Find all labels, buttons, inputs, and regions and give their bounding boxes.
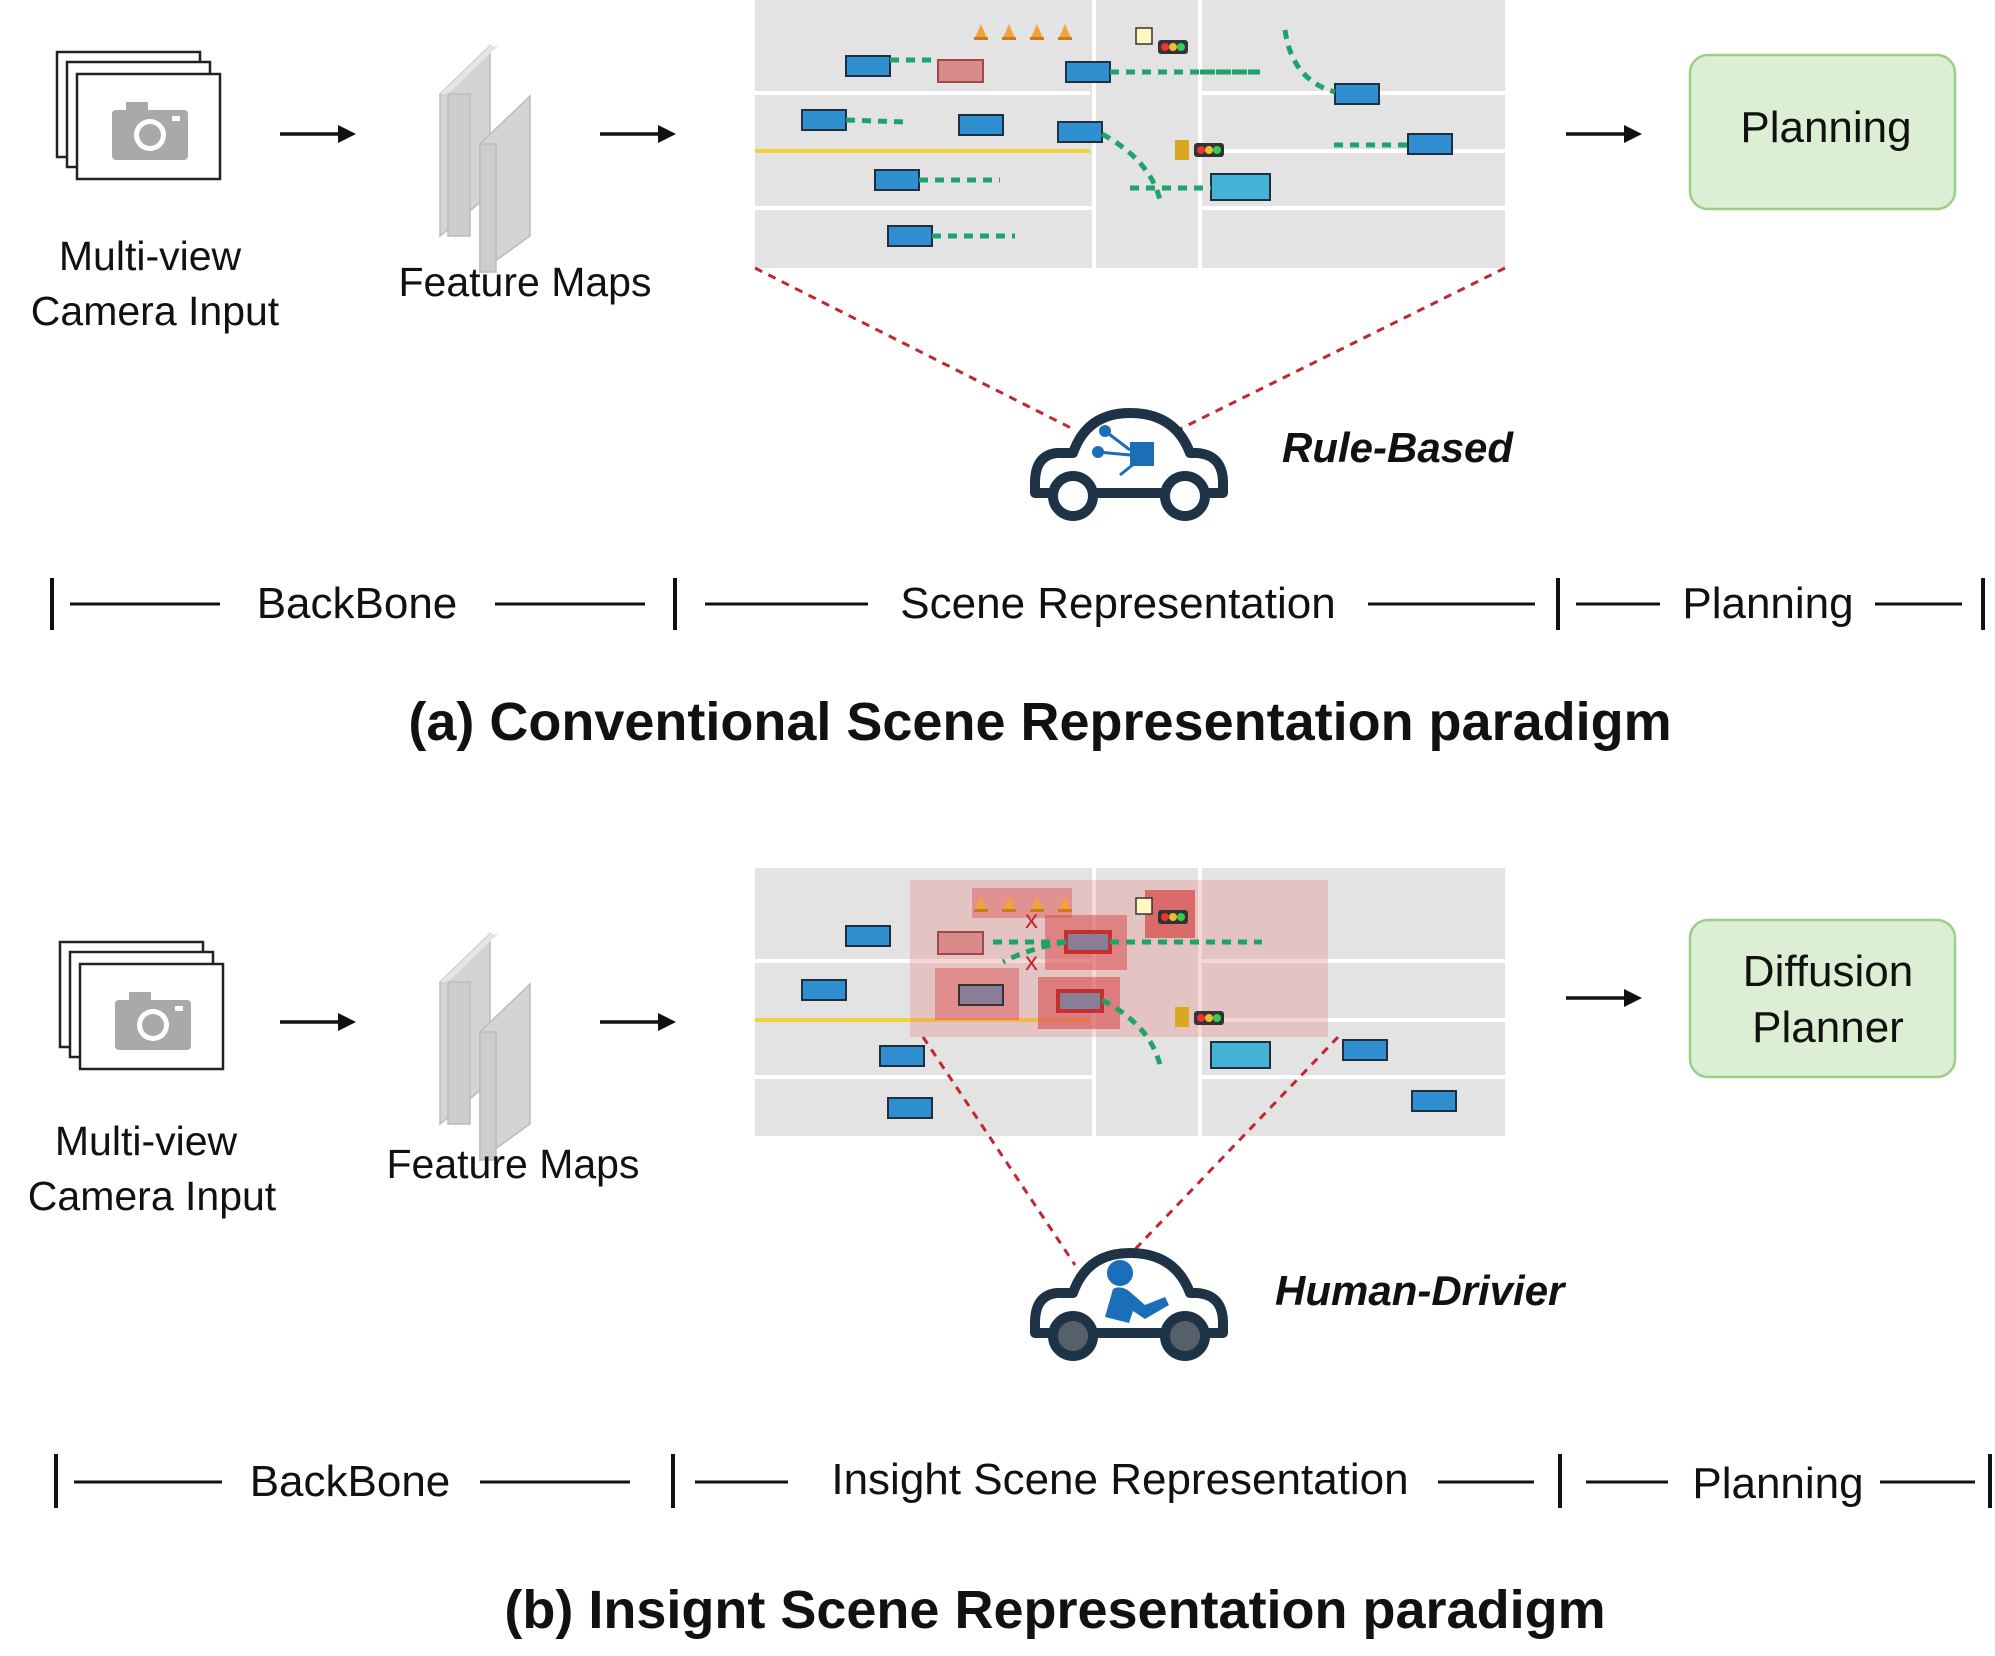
vehicle (958, 114, 1004, 136)
stage-backbone-a: BackBone (257, 579, 458, 628)
stop-sign-icon (1135, 27, 1153, 45)
arrow-right-icon (598, 1011, 678, 1033)
vehicle (937, 59, 984, 83)
vehicle (1334, 83, 1380, 105)
rule-based-label: Rule-Based (1282, 424, 1514, 471)
camera-icon (58, 940, 225, 1071)
panel-a: Multi-view Camera Input Feature Maps (31, 0, 1985, 752)
vehicle (845, 925, 891, 947)
vehicle (1064, 930, 1112, 954)
traffic-light-icon (1194, 143, 1224, 157)
camera-icon (55, 50, 222, 181)
diffusion-planner-line2: Planner (1752, 1003, 1904, 1052)
human-driver-label: Human-Drivier (1275, 1267, 1567, 1314)
scene-map-a (755, 0, 1505, 268)
traffic-light-icon (1194, 1011, 1224, 1025)
arrow-right-icon (278, 123, 358, 145)
arrow-right-icon (1564, 987, 1644, 1009)
vehicle (879, 1045, 925, 1067)
vehicle (1342, 1039, 1388, 1061)
traffic-light-icon (1158, 910, 1188, 924)
trajectory (1100, 997, 1163, 1066)
feature-maps-label-a: Feature Maps (399, 259, 652, 305)
vehicle (1411, 1090, 1457, 1112)
diffusion-planner-line1: Diffusion (1743, 947, 1913, 996)
trajectory (1100, 131, 1163, 201)
stage-bar-b: BackBone Insight Scene Representation Pl… (54, 1454, 1992, 1508)
blocked-mark: x (1025, 946, 1038, 976)
vehicle (1057, 121, 1103, 143)
vehicle (1056, 989, 1104, 1013)
stage-scene-b: Insight Scene Representation (831, 1455, 1408, 1504)
stage-scene-a: Scene Representation (900, 579, 1335, 628)
planning-box (1688, 53, 1957, 211)
camera-label-a-line2: Camera Input (31, 288, 280, 334)
stage-backbone-b: BackBone (250, 1457, 451, 1506)
vehicle (958, 984, 1004, 1006)
vehicle (1210, 1041, 1271, 1069)
vehicle (1065, 61, 1111, 83)
trajectory (1001, 939, 1067, 965)
arrow-right-icon (598, 123, 678, 145)
stage-bar-a: BackBone Scene Representation Planning (50, 578, 1985, 630)
vehicle (1407, 133, 1453, 155)
caption-b: (b) Insignt Scene Representation paradig… (504, 1580, 1605, 1640)
feature-map-icon (439, 933, 531, 1161)
panel-b: Multi-view Camera Input Feature Maps (28, 868, 1992, 1640)
camera-label-b-line1: Multi-view (55, 1118, 238, 1164)
planning-box-label: Planning (1740, 103, 1911, 152)
camera-label-b-line2: Camera Input (28, 1173, 277, 1219)
vehicle (801, 979, 847, 1001)
feature-maps-label-b: Feature Maps (387, 1141, 640, 1187)
stage-planning-b: Planning (1692, 1459, 1863, 1508)
scene-map-b: x x (755, 868, 1505, 1136)
vehicle (1210, 173, 1271, 201)
vehicle (874, 169, 920, 191)
vehicle (845, 55, 891, 77)
caption-a: (a) Conventional Scene Representation pa… (408, 692, 1671, 752)
feature-map-icon (439, 45, 531, 273)
vehicle (887, 1097, 933, 1119)
diffusion-planner-box (1688, 918, 1957, 1079)
robot-car-icon (1030, 408, 1228, 521)
camera-label-a-line1: Multi-view (59, 233, 242, 279)
trajectory (845, 117, 906, 125)
arrow-right-icon (278, 1011, 358, 1033)
crosswalk-icon (1175, 140, 1189, 160)
arrow-right-icon (1564, 123, 1644, 145)
stop-sign-icon (1135, 897, 1153, 915)
stage-planning-a: Planning (1682, 579, 1853, 628)
vehicle (801, 109, 847, 131)
vehicle (887, 225, 933, 247)
attention-highlight (972, 888, 1072, 918)
human-driver-car-icon (1030, 1248, 1228, 1361)
vehicle (937, 931, 984, 955)
crosswalk-icon (1175, 1007, 1189, 1027)
traffic-light-icon (1158, 40, 1188, 54)
